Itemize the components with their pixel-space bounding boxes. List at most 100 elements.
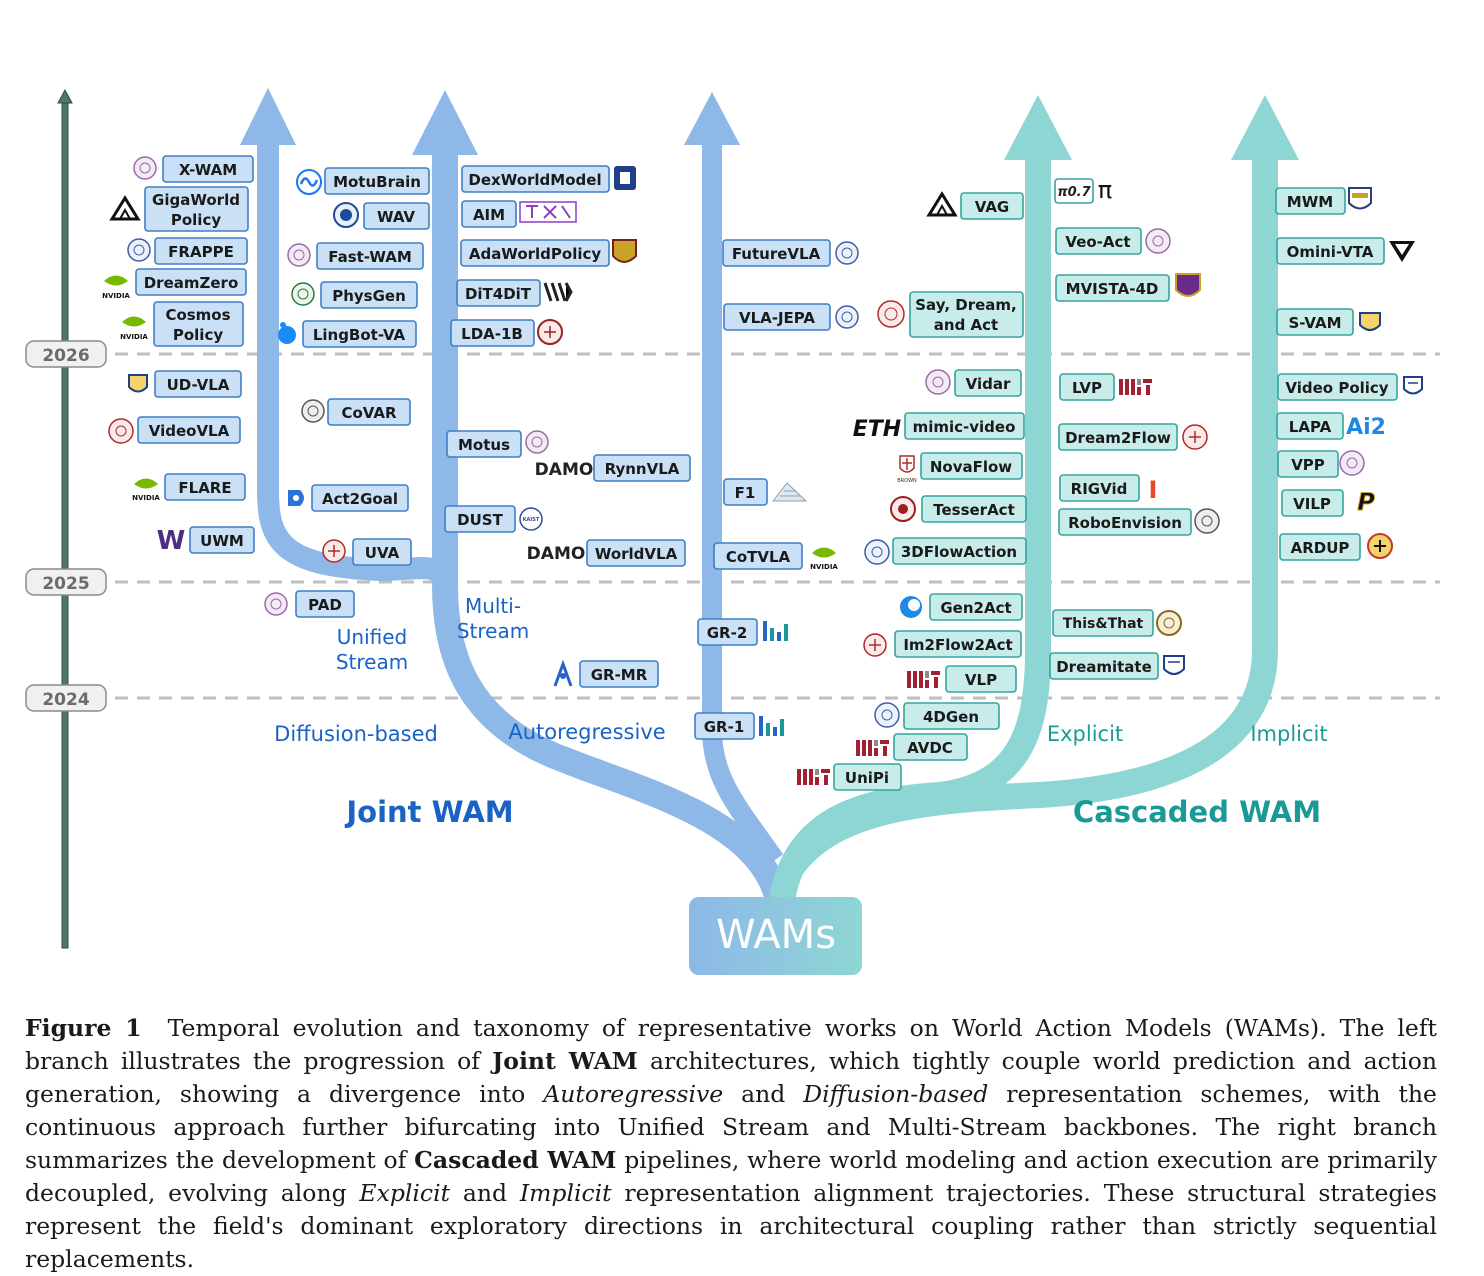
uw-logo-icon: W: [157, 526, 186, 556]
diffusion-label: Diffusion-based: [274, 722, 438, 746]
explicit-label: Explicit: [1047, 722, 1123, 746]
year-2024: 2024: [25, 684, 107, 712]
svg-text:GR-2: GR-2: [707, 624, 748, 642]
node-dreamzero: DreamZero: [135, 268, 247, 296]
svg-text:WorldVLA: WorldVLA: [595, 545, 678, 563]
svg-text:F1: F1: [735, 484, 756, 502]
svg-text:and Act: and Act: [934, 316, 998, 334]
node-s-vam: S-VAM: [1276, 308, 1354, 336]
caption-cascaded-wam: Cascaded WAM: [414, 1146, 617, 1174]
timeline-axis: [57, 88, 73, 949]
university-shield-icon: [1359, 312, 1381, 331]
dexworld-logo-icon: [614, 166, 636, 190]
svg-text:PhysGen: PhysGen: [332, 287, 406, 305]
university-seal-icon: [874, 702, 900, 728]
svg-text:π0.7: π0.7: [1057, 185, 1091, 200]
svg-text:2025: 2025: [42, 574, 89, 594]
grmr-logo-icon: [553, 659, 573, 687]
unified-label-2: Stream: [336, 650, 408, 674]
gen2act-logo-icon: [900, 596, 922, 618]
node-lapa: LAPA: [1276, 412, 1344, 440]
caption-part-2: architectures, which tightly couple worl…: [25, 1047, 1437, 1108]
svg-text:DexWorldModel: DexWorldModel: [468, 171, 601, 189]
svg-text:DreamZero: DreamZero: [144, 274, 239, 292]
damo-logo-icon: DAMO: [527, 544, 586, 564]
svg-text:VideoVLA: VideoVLA: [149, 422, 230, 440]
node-act2goal: Act2Goal: [311, 484, 409, 512]
year-2025: 2025: [25, 568, 107, 596]
svg-text:AIM: AIM: [473, 206, 505, 224]
node-f1: F1: [723, 478, 768, 506]
node-gen2act: Gen2Act: [929, 593, 1023, 621]
node-lvp: LVP: [1059, 373, 1115, 401]
mit-logo-icon: [907, 671, 940, 688]
bar-logo-icon: [759, 716, 784, 736]
svg-text:DiT4DiT: DiT4DiT: [465, 285, 532, 303]
svg-text:Motus: Motus: [458, 436, 510, 454]
university-seal-icon: [925, 369, 951, 395]
university-seal-icon: [835, 305, 859, 329]
svg-text:UniPi: UniPi: [845, 769, 889, 787]
mit-logo-icon: [856, 740, 889, 756]
svg-text:Veo-Act: Veo-Act: [1065, 233, 1130, 251]
svg-text:KAIST: KAIST: [523, 517, 540, 523]
svg-text:FLARE: FLARE: [178, 479, 231, 497]
node-dust: DUST: [444, 505, 516, 533]
node-say-dream-and-act: Say, Dream, and Act: [909, 291, 1024, 338]
implicit-label: Implicit: [1250, 722, 1327, 746]
university-seal-icon: [1194, 508, 1220, 534]
svg-text:VAG: VAG: [975, 198, 1010, 216]
svg-text:RIGVid: RIGVid: [1071, 480, 1128, 498]
svg-text:S-VAM: S-VAM: [1288, 314, 1341, 332]
svg-text:MWM: MWM: [1287, 193, 1333, 211]
node-x-wam: X-WAM: [162, 155, 254, 183]
university-seal-icon: [127, 238, 151, 262]
nvidia-logo-icon: NVIDIA: [102, 275, 130, 300]
svg-text:FutureVLA: FutureVLA: [732, 245, 821, 263]
node-lingbot-va: LingBot-VA: [302, 320, 417, 348]
cascaded-wam-label: Cascaded WAM: [1073, 795, 1321, 829]
university-seal-icon: [1182, 424, 1208, 450]
svg-text:VLA-JEPA: VLA-JEPA: [739, 309, 815, 327]
node-gr-1: GR-1: [694, 712, 755, 740]
svg-text:Say, Dream,: Say, Dream,: [915, 296, 1016, 314]
svg-text:RynnVLA: RynnVLA: [605, 460, 680, 478]
caption-explicit: Explicit: [359, 1179, 451, 1207]
svg-text:WAMs: WAMs: [716, 912, 836, 958]
figure-caption: Figure 1 Temporal evolution and taxonomy…: [25, 1012, 1437, 1276]
svg-text:PAD: PAD: [308, 596, 342, 614]
university-seal-icon: [322, 539, 346, 563]
svg-text:AVDC: AVDC: [907, 739, 953, 757]
university-shield-icon: [1163, 655, 1185, 675]
node-omini-vta: Omini-VTA: [1276, 237, 1385, 265]
caption-part-4: pipelines, where world modeling and acti…: [25, 1146, 1437, 1207]
university-shield-icon: [1348, 187, 1372, 210]
node-vilp: VILP: [1281, 489, 1344, 517]
svg-text:NVIDIA: NVIDIA: [132, 494, 160, 502]
node-gr-2: GR-2: [697, 618, 758, 646]
taxonomy-diagram: 2026 2025 2024 WAMs Joint WAM Cascaded W…: [25, 88, 1440, 975]
svg-text:CoVAR: CoVAR: [341, 404, 397, 422]
node-covar: CoVAR: [327, 398, 411, 426]
svg-text:Dreamitate: Dreamitate: [1056, 658, 1152, 676]
node-ardup: ARDUP: [1279, 533, 1361, 561]
node-mimic-video: mimic-video: [904, 412, 1025, 440]
nvidia-logo-icon: NVIDIA: [810, 547, 838, 571]
svg-text:WAV: WAV: [377, 208, 415, 226]
university-shield-icon: [1403, 376, 1423, 395]
node-mvista-4d: MVISTA-4D: [1055, 274, 1170, 302]
caption-part-3: representation schemes, with the continu…: [25, 1080, 1437, 1174]
lingbot-logo-icon: [278, 322, 296, 344]
node-avdc: AVDC: [893, 733, 968, 761]
caption-and-1: and: [741, 1080, 786, 1108]
svg-text:Act2Goal: Act2Goal: [322, 490, 398, 508]
node-im2flow2act: Im2Flow2Act: [894, 630, 1022, 658]
svg-text:FRAPPE: FRAPPE: [168, 243, 234, 261]
node-dreamitate: Dreamitate: [1049, 652, 1159, 680]
university-seal-icon: [890, 496, 916, 522]
svg-text:DUST: DUST: [457, 511, 503, 529]
svg-text:4DGen: 4DGen: [923, 708, 979, 726]
caption-and-2: and: [462, 1179, 508, 1207]
university-seal-icon: [291, 282, 315, 306]
